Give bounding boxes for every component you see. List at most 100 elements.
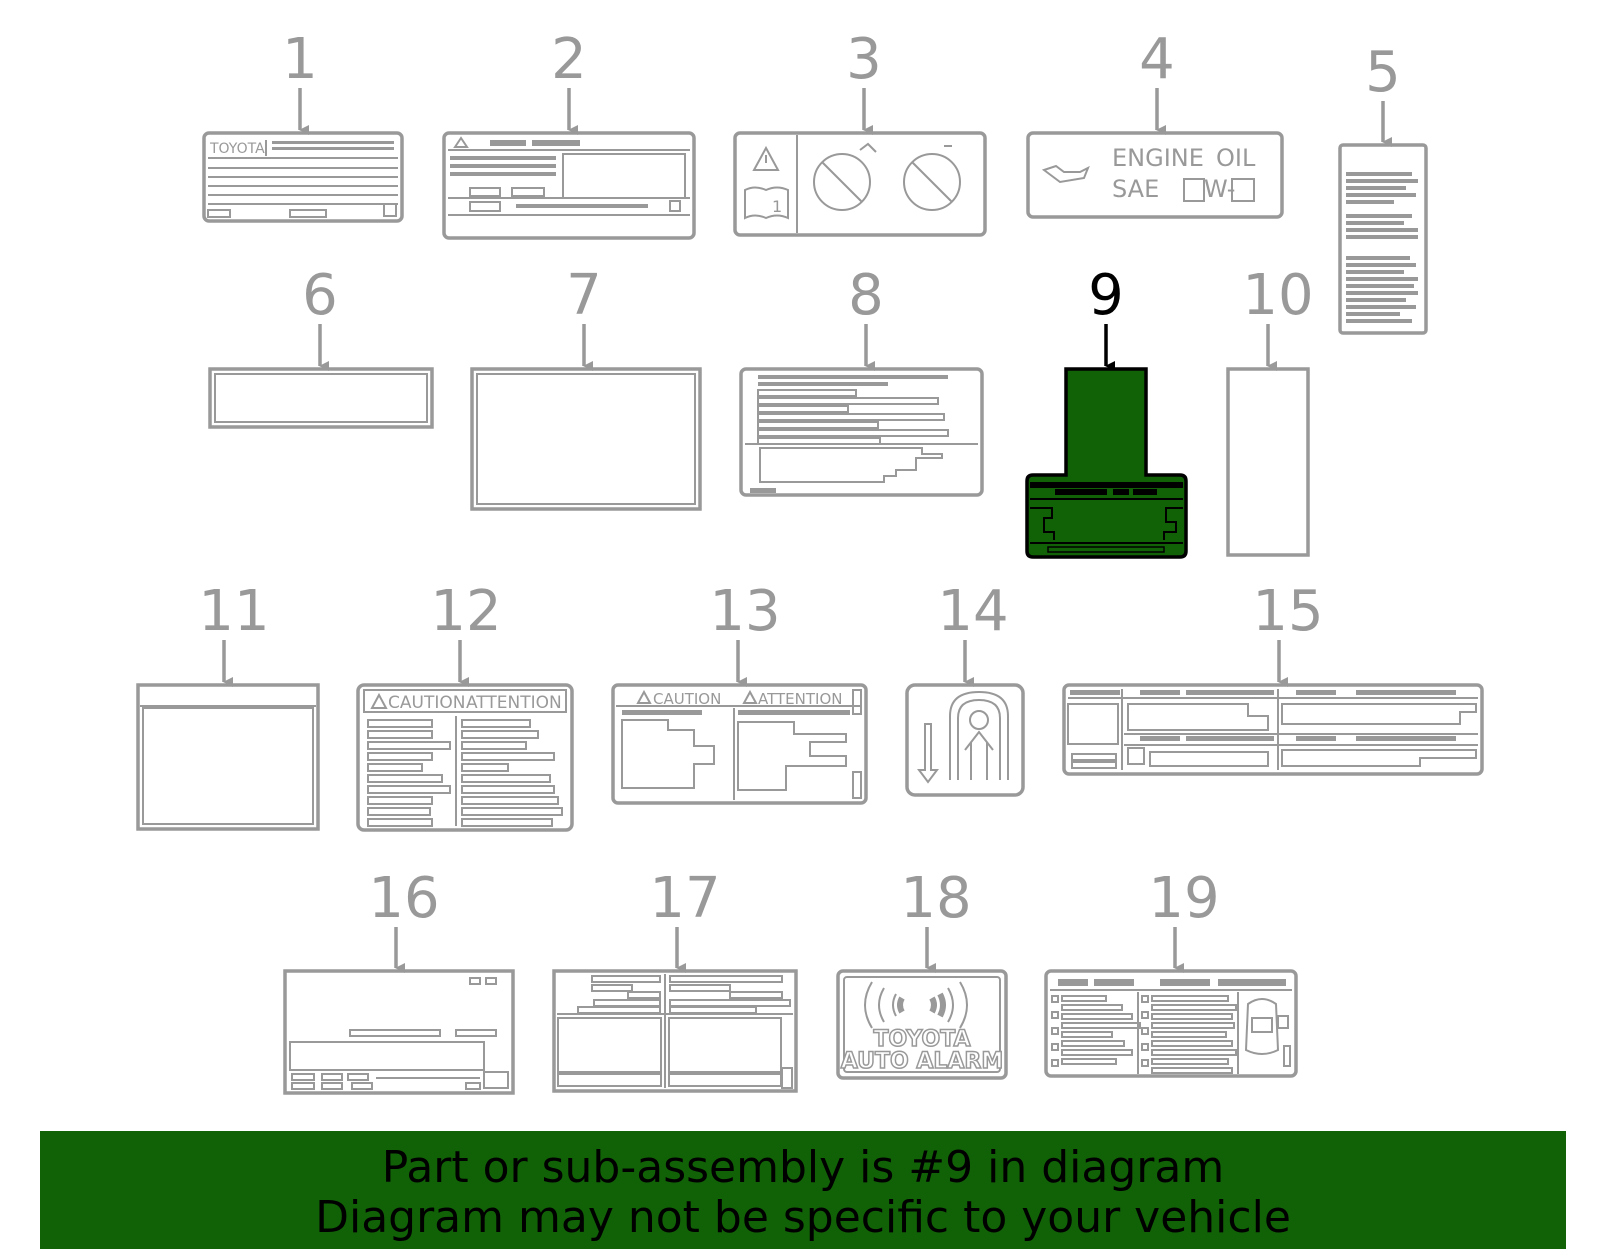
child-icon xyxy=(969,710,989,730)
car-icon xyxy=(1244,998,1280,1055)
label-5 xyxy=(1338,143,1428,335)
label-2 xyxy=(442,131,696,240)
no-spray-icon xyxy=(903,153,961,211)
callout-number-11: 11 xyxy=(198,579,269,644)
label-text-line xyxy=(1151,1040,1233,1047)
label-text-line xyxy=(1346,263,1416,267)
banner-line-2: Diagram may not be specific to your vehi… xyxy=(315,1192,1291,1243)
label-text-line xyxy=(461,763,509,772)
part-14[interactable]: 14 xyxy=(905,579,1025,797)
part-19[interactable]: 19 xyxy=(1044,866,1298,1078)
label-text-line xyxy=(367,719,433,728)
label-text-line xyxy=(1061,1013,1133,1020)
label-4-w-text: W- xyxy=(1204,175,1235,203)
callout-number-6: 6 xyxy=(302,263,338,328)
label-6 xyxy=(208,367,434,429)
callout-number-12: 12 xyxy=(430,579,501,644)
part-5[interactable]: 5 xyxy=(1338,40,1428,335)
label-11 xyxy=(136,683,320,831)
label-19 xyxy=(1044,969,1298,1078)
part-18[interactable]: 18 TOYOTA AUTO ALARM xyxy=(836,866,1008,1080)
label-text-line xyxy=(1151,1049,1237,1056)
label-12-caution-text: CAUTION xyxy=(388,693,465,713)
part-16[interactable]: 16 xyxy=(283,866,515,1095)
label-text-line xyxy=(1346,193,1416,197)
label-text-line xyxy=(1061,1004,1123,1011)
callout-number-7: 7 xyxy=(566,263,602,328)
label-text-line xyxy=(1061,1040,1125,1047)
label-4: ENGINE OIL SAE W- xyxy=(1026,131,1284,219)
part-17[interactable]: 17 xyxy=(552,866,798,1093)
label-text-line xyxy=(1346,235,1418,239)
label-13: CAUTION ATTENTION xyxy=(611,683,868,805)
callout-number-10: 10 xyxy=(1242,263,1313,328)
hand-icon xyxy=(1067,703,1119,745)
label-text-line xyxy=(461,741,527,750)
label-text-line xyxy=(1346,256,1410,260)
label-18-toyota-text: TOYOTA xyxy=(873,1027,970,1052)
label-text-line xyxy=(1346,291,1418,295)
label-text-line xyxy=(1061,1031,1113,1038)
label-text-line xyxy=(1061,1049,1133,1056)
label-text-line xyxy=(367,818,433,827)
label-text-line xyxy=(461,752,555,761)
label-3-book-number: 1 xyxy=(772,197,782,216)
part-15[interactable]: 15 xyxy=(1062,579,1484,776)
part-12[interactable]: 12 CAUTION ATTENTION xyxy=(356,579,574,832)
label-4-oil-text: OIL xyxy=(1216,144,1256,172)
label-text-line xyxy=(1151,1022,1235,1029)
label-14 xyxy=(905,683,1025,797)
label-text-line xyxy=(367,741,451,750)
label-3: 1 xyxy=(733,131,987,237)
label-text-line xyxy=(1151,1058,1229,1065)
callout-number-14: 14 xyxy=(937,579,1008,644)
label-text-line xyxy=(1346,172,1412,176)
label-12: CAUTION ATTENTION xyxy=(356,683,574,832)
label-text-line xyxy=(1346,277,1418,281)
part-7[interactable]: 7 xyxy=(470,263,702,511)
callout-number-19: 19 xyxy=(1148,866,1219,931)
label-7 xyxy=(470,367,702,511)
label-13-attention-text: ATTENTION xyxy=(758,690,842,708)
label-text-line xyxy=(1061,1058,1117,1065)
label-text-line xyxy=(1151,1013,1233,1020)
label-text-line xyxy=(1346,298,1406,302)
seat-icon xyxy=(949,690,1009,780)
label-text-line xyxy=(1346,270,1404,274)
label-text-line xyxy=(461,796,559,805)
part-2[interactable]: 2 xyxy=(442,27,696,240)
part-9[interactable]: 9 xyxy=(1025,263,1188,559)
label-text-line xyxy=(1346,179,1418,183)
label-text-line xyxy=(367,774,443,783)
callout-number-5: 5 xyxy=(1365,40,1401,105)
info-banner: Part or sub-assembly is #9 in diagram Di… xyxy=(40,1131,1566,1249)
part-4[interactable]: 4 ENGINE OIL SAE W- xyxy=(1026,27,1284,219)
label-9-highlighted xyxy=(1025,367,1188,559)
part-8[interactable]: 8 xyxy=(739,263,984,497)
label-text-line xyxy=(367,763,423,772)
label-text-line xyxy=(461,818,553,827)
part-3[interactable]: 3 1 xyxy=(733,27,987,237)
label-text-line xyxy=(1346,319,1412,323)
label-text-line xyxy=(1141,1059,1149,1067)
callout-number-15: 15 xyxy=(1252,579,1323,644)
callout-number-16: 16 xyxy=(368,866,439,931)
label-8 xyxy=(739,367,984,497)
part-13[interactable]: 13 CAUTION ATTENTION xyxy=(611,579,868,805)
label-text-line xyxy=(1151,995,1229,1002)
label-text-line xyxy=(461,774,551,783)
label-13-caution-text: CAUTION xyxy=(653,690,721,708)
label-text-line xyxy=(1051,1043,1059,1051)
label-text-line xyxy=(1151,1004,1237,1011)
part-6[interactable]: 6 xyxy=(208,263,434,429)
label-text-line xyxy=(367,752,433,761)
part-11[interactable]: 11 xyxy=(136,579,320,831)
part-10[interactable]: 10 xyxy=(1226,263,1314,557)
label-text-line xyxy=(461,785,555,794)
label-text-line xyxy=(1141,1027,1149,1035)
label-text-line xyxy=(367,807,431,816)
callout-number-8: 8 xyxy=(848,263,884,328)
part-1[interactable]: 1 TOYOTA xyxy=(202,27,404,223)
banner-line-1: Part or sub-assembly is #9 in diagram xyxy=(381,1142,1225,1193)
